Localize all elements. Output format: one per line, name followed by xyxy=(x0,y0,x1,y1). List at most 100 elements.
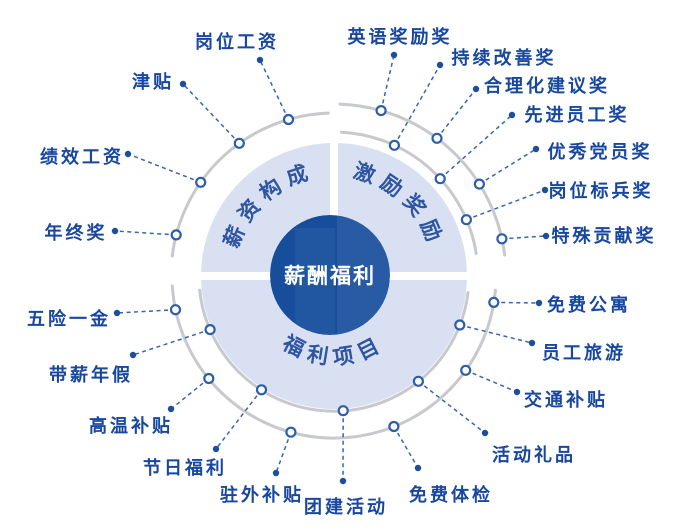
leader-dot xyxy=(542,232,550,240)
leader-dot xyxy=(472,85,480,93)
leader-line xyxy=(436,88,477,139)
center-title: 薪酬福利 xyxy=(284,265,376,288)
leader-line xyxy=(127,153,201,183)
leader-line xyxy=(132,328,211,356)
leader-dot xyxy=(272,469,280,477)
spoke-special-contribution-award: 特殊贡献奖 xyxy=(496,225,657,246)
leader-dot xyxy=(508,111,516,119)
leader-line xyxy=(170,377,210,410)
label-five-insurances: 五险一金 xyxy=(27,308,111,329)
label-model-worker-award: 岗位标兵奖 xyxy=(549,180,654,201)
leader-dot xyxy=(179,80,187,88)
spoke-expat-subsidy: 驻外补贴 xyxy=(220,426,304,505)
spoke-activity-gifts: 活动礼品 xyxy=(412,375,576,465)
spoke-high-temp-subsidy: 高温补贴 xyxy=(89,372,215,436)
leader-line xyxy=(439,114,513,180)
ring-node xyxy=(496,233,508,245)
leader-dot xyxy=(113,309,121,317)
leader-dot xyxy=(339,477,347,485)
leader-line xyxy=(479,148,537,185)
ring-node xyxy=(285,426,297,438)
label-employee-travel: 员工旅游 xyxy=(542,342,626,363)
ring-top-right-outer xyxy=(338,102,507,257)
ring-node xyxy=(454,319,466,331)
label-performance-salary: 绩效工资 xyxy=(40,146,124,167)
spoke-performance-salary: 绩效工资 xyxy=(40,146,207,188)
leader-line xyxy=(417,380,486,434)
label-transport-subsidy: 交通补贴 xyxy=(524,389,608,410)
spoke-employee-travel: 员工旅游 xyxy=(454,319,626,363)
spoke-free-apartment: 免费公寓 xyxy=(488,294,628,315)
ring-node xyxy=(434,173,446,185)
label-activity-gifts: 活动礼品 xyxy=(492,444,576,465)
ring-node xyxy=(488,296,500,308)
leader-line xyxy=(466,189,546,221)
leader-dot xyxy=(414,464,422,472)
spoke-continuous-improvement-award: 持续改善奖 xyxy=(388,47,557,151)
label-special-contribution-award: 特殊贡献奖 xyxy=(552,225,657,246)
ring-node xyxy=(233,137,245,149)
ring-node xyxy=(460,214,472,226)
spoke-english-award: 英语奖励奖 xyxy=(347,26,453,117)
leader-dot xyxy=(256,56,264,64)
label-position-salary: 岗位工资 xyxy=(195,31,279,52)
leader-line xyxy=(393,426,419,469)
ring-node xyxy=(169,304,182,316)
leader-line xyxy=(259,59,290,120)
ring-node xyxy=(473,178,485,190)
ring-node xyxy=(195,176,207,188)
leader-line xyxy=(215,389,263,450)
spoke-paid-annual-leave: 带薪年假 xyxy=(49,324,216,385)
leader-line xyxy=(116,308,176,314)
spoke-holiday-benefits: 节日福利 xyxy=(143,384,268,478)
leader-dot xyxy=(212,445,220,453)
label-rationalization-award: 合理化建议奖 xyxy=(484,75,610,96)
ring-node xyxy=(255,384,268,396)
leader-dot xyxy=(541,186,549,194)
ring-node xyxy=(388,139,400,151)
spoke-free-checkup: 免费体检 xyxy=(388,420,490,505)
label-continuous-improvement-award: 持续改善奖 xyxy=(452,47,557,68)
ring-top-left xyxy=(170,111,330,258)
label-year-end-bonus: 年终奖 xyxy=(45,222,108,243)
label-team-building: 团建活动 xyxy=(304,496,388,517)
label-high-temp-subsidy: 高温补贴 xyxy=(89,415,173,436)
leader-dot xyxy=(124,150,132,158)
spoke-advanced-employee-award: 先进员工奖 xyxy=(434,104,630,185)
leader-dot xyxy=(111,227,119,235)
ring-node xyxy=(375,104,387,117)
ring-node xyxy=(337,405,349,417)
spoke-model-worker-award: 岗位标兵奖 xyxy=(460,180,654,226)
ring-bottom-outer xyxy=(170,284,497,440)
ring-node xyxy=(460,364,472,376)
leader-line xyxy=(380,54,395,111)
leader-dot xyxy=(436,61,444,69)
label-english-award: 英语奖励奖 xyxy=(347,26,453,47)
ring-node xyxy=(388,420,400,433)
ring-node xyxy=(282,113,295,126)
spoke-rationalization-award: 合理化建议奖 xyxy=(431,75,610,144)
ring-node xyxy=(431,132,443,144)
spoke-year-end-bonus: 年终奖 xyxy=(45,222,182,243)
orbit-rings xyxy=(170,102,507,440)
leader-dot xyxy=(167,405,175,413)
leader-line xyxy=(459,324,533,344)
leader-dot xyxy=(532,145,540,153)
ring-bottom-inner xyxy=(198,288,470,413)
leader-dot xyxy=(528,339,536,347)
leader-dot xyxy=(535,299,543,307)
ring-top-right-inner xyxy=(340,130,478,255)
center-pattern-rect xyxy=(295,228,335,335)
spoke-five-insurances: 五险一金 xyxy=(27,304,182,329)
label-advanced-employee-award: 先进员工奖 xyxy=(525,104,630,125)
leader-dot xyxy=(513,388,521,396)
leader-line xyxy=(275,431,292,474)
spoke-position-salary: 岗位工资 xyxy=(195,31,295,126)
spoke-excellent-party-member-award: 优秀党员奖 xyxy=(473,141,650,190)
leader-dot xyxy=(481,429,489,437)
spoke-team-building: 团建活动 xyxy=(304,405,388,517)
label-expat-subsidy: 驻外补贴 xyxy=(220,484,304,505)
leader-line xyxy=(393,64,441,146)
